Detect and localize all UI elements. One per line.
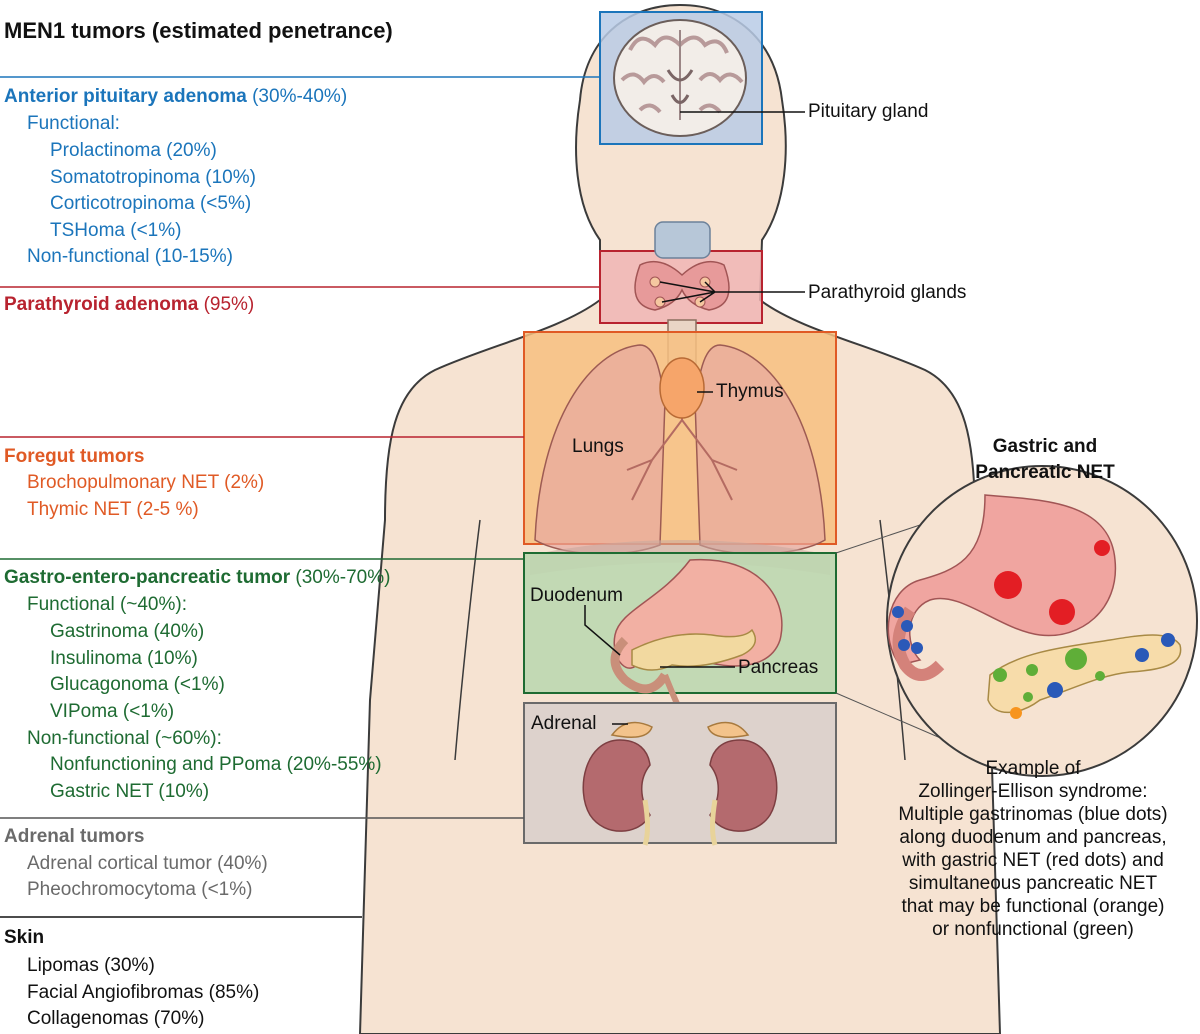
skin-item: Lipomas (30%) <box>27 955 155 976</box>
gep-nonfunctional-item: Nonfunctioning and PPoma (20%-55%) <box>50 754 382 775</box>
gep-functional-item: VIPoma (<1%) <box>50 701 175 722</box>
pituitary-gland-label: Pituitary gland <box>808 101 929 122</box>
gep-functional: Functional (~40%): <box>27 594 187 615</box>
green-dot <box>1023 692 1033 702</box>
inset-pancreas <box>987 634 1182 714</box>
pituitary-item: Prolactinoma (20%) <box>50 140 217 161</box>
gep-nonfunctional: Non-functional (~60%): <box>27 728 222 749</box>
left-lung-icon <box>534 344 666 555</box>
blue-dot <box>1161 633 1175 647</box>
inset-title-line: Pancreatic NET <box>975 462 1115 483</box>
gep-heading: Gastro-entero-pancreatic tumor (30%-70%) <box>4 567 390 589</box>
caption-line: Example of <box>985 758 1081 779</box>
duodenum-pointer <box>584 605 621 656</box>
foregut-item: Thymic NET (2-5 %) <box>27 499 199 520</box>
green-dot <box>993 668 1007 682</box>
gep-functional-item: Gastrinoma (40%) <box>50 621 205 642</box>
green-dot <box>1065 648 1087 670</box>
pituitary-item: Somatotropinoma (10%) <box>50 167 256 188</box>
gep-heading-text: Gastro-entero-pancreatic tumor <box>4 567 291 588</box>
gep-functional-item: Glucagonoma (<1%) <box>50 674 225 695</box>
adrenal-label: Adrenal <box>531 713 597 734</box>
adrenal-box <box>523 702 837 844</box>
caption-line: with gastric NET (red dots) and <box>902 850 1164 871</box>
caption-line: along duodenum and pancreas, <box>899 827 1167 848</box>
blue-dot <box>892 606 904 618</box>
skin-item: Facial Angiofibromas (85%) <box>27 982 260 1003</box>
blue-dot <box>898 639 910 651</box>
caption-line: that may be functional (orange) <box>901 896 1165 917</box>
ureters <box>642 799 718 846</box>
blue-dot <box>911 642 923 654</box>
inset-caption: Example of Zollinger-Ellison syndrome: M… <box>866 757 1200 941</box>
adrenal-item: Pheochromocytoma (<1%) <box>27 879 253 900</box>
pancreas-label: Pancreas <box>738 657 819 678</box>
inset-title-line: Gastric and <box>992 436 1098 457</box>
foregut-item: Brochopulmonary NET (2%) <box>27 472 265 493</box>
lungs-label: Lungs <box>572 436 624 457</box>
parathyroid-pointers <box>659 281 805 303</box>
orange-dot <box>1010 707 1022 719</box>
blue-dot <box>1047 682 1063 698</box>
left-arm-line <box>454 519 481 761</box>
pituitary-pct: (30%-40%) <box>252 86 348 107</box>
ventricles <box>666 69 694 104</box>
right-kidney-icon <box>709 739 778 832</box>
parathyroid-heading-text: Parathyroid adenoma <box>4 294 199 315</box>
pituitary-item: Corticotropinoma (<5%) <box>50 193 252 214</box>
pituitary-item: TSHoma (<1%) <box>50 220 182 241</box>
green-dot <box>1095 671 1105 681</box>
gep-functional-item: Insulinoma (10%) <box>50 648 198 669</box>
foregut-heading: Foregut tumors <box>4 446 145 467</box>
zoom-line-top <box>835 524 921 554</box>
blue-dot <box>901 620 913 632</box>
gep-nonfunctional-item: Gastric NET (10%) <box>50 781 210 802</box>
pituitary-nonfunctional: Non-functional (10-15%) <box>27 246 233 267</box>
left-kidney-icon <box>582 739 651 832</box>
pituitary-heading-text: Anterior pituitary adenoma <box>4 86 247 107</box>
gep-pct: (30%-70%) <box>295 567 391 588</box>
blue-dot <box>1135 648 1149 662</box>
larynx-icon <box>654 221 711 259</box>
skin-item: Collagenomas (70%) <box>27 1008 205 1029</box>
pituitary-functional: Functional: <box>27 113 120 134</box>
parathyroid-dot <box>649 276 661 288</box>
parathyroid-pct: (95%) <box>203 294 255 315</box>
red-dot <box>1094 540 1110 556</box>
caption-line: Zollinger-Ellison syndrome: <box>918 781 1148 802</box>
red-dot <box>1049 599 1075 625</box>
skin-heading: Skin <box>4 927 45 948</box>
page-title: MEN1 tumors (estimated penetrance) <box>4 18 393 43</box>
adrenal-heading: Adrenal tumors <box>4 826 145 847</box>
right-adrenal-icon <box>707 721 750 738</box>
thymus-icon <box>659 357 705 419</box>
green-dot <box>1026 664 1038 676</box>
thymus-label: Thymus <box>716 381 784 402</box>
inset-title: Gastric and Pancreatic NET <box>960 434 1130 486</box>
pituitary-heading: Anterior pituitary adenoma (30%-40%) <box>4 86 347 108</box>
caption-line: or nonfunctional (green) <box>932 919 1134 940</box>
left-adrenal-icon <box>610 721 653 738</box>
red-dot <box>994 571 1022 599</box>
adrenal-item: Adrenal cortical tumor (40%) <box>27 853 268 874</box>
duodenum-label: Duodenum <box>530 585 623 606</box>
parathyroid-heading: Parathyroid adenoma (95%) <box>4 294 254 316</box>
caption-line: Multiple gastrinomas (blue dots) <box>898 804 1168 825</box>
caption-line: simultaneous pancreatic NET <box>908 873 1158 894</box>
parathyroid-glands-label: Parathyroid glands <box>808 282 967 303</box>
